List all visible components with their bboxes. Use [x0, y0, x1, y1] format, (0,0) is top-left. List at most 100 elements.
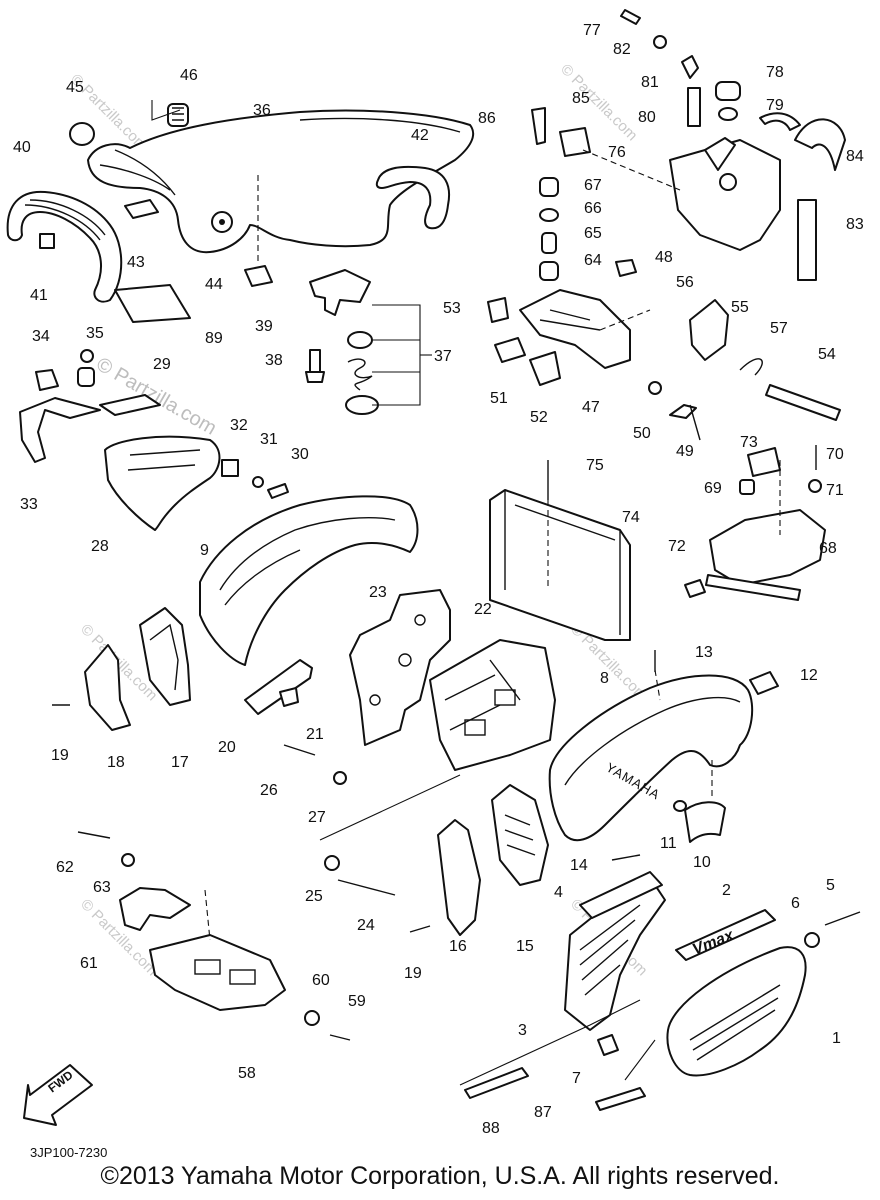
callout-number: 20 [218, 739, 236, 756]
callout-number: 10 [693, 854, 711, 871]
part-small-47-group [487, 297, 561, 386]
part-battery-box [489, 489, 631, 641]
fwd-arrow-icon: FWD [23, 1064, 93, 1126]
callout-number: 18 [107, 754, 125, 771]
part-bracket-panel [349, 589, 451, 746]
callout-number: 1 [832, 1030, 841, 1047]
callout-number: 71 [826, 482, 844, 499]
callout-number: 46 [180, 67, 198, 84]
callout-number: 5 [826, 877, 835, 894]
callout-number: 82 [613, 41, 631, 58]
callout-number: 83 [846, 216, 864, 233]
callout-number: 14 [570, 857, 588, 874]
callout-number: 50 [633, 425, 651, 442]
callout-number: 57 [770, 320, 788, 337]
callout-number: 19 [51, 747, 69, 764]
callout-number: 34 [32, 328, 50, 345]
callout-number: 42 [411, 127, 429, 144]
callout-number: 9 [200, 542, 209, 559]
callout-number: 55 [731, 299, 749, 316]
callout-number: 2 [722, 882, 731, 899]
part-rear-fender [87, 109, 475, 254]
part-bushings [539, 177, 697, 419]
callout-number: 58 [238, 1065, 256, 1082]
part-emblem: Vmax [675, 909, 776, 961]
callout-number: 85 [572, 90, 590, 107]
callout-number: 81 [641, 74, 659, 91]
callout-number: 43 [127, 254, 145, 271]
callout-number: 53 [443, 300, 461, 317]
part-panel [429, 639, 556, 771]
callout-number: 4 [554, 884, 563, 901]
callout-number: 15 [516, 938, 534, 955]
callout-number: 80 [638, 109, 656, 126]
callout-number: 38 [265, 352, 283, 369]
part-bolts [52, 404, 861, 1041]
callout-number: 29 [153, 356, 171, 373]
part-grab-rail [6, 190, 123, 303]
part-tray [684, 447, 826, 601]
part-side-bracket [19, 349, 161, 463]
callout-number: 6 [791, 895, 800, 912]
callout-number: 64 [584, 252, 602, 269]
part-cover-yamaha: YAMAHA [548, 674, 754, 842]
callout-number: 79 [766, 97, 784, 114]
callout-number: 28 [91, 538, 109, 555]
part-rear-housing [104, 435, 289, 531]
callout-number: 11 [660, 835, 677, 852]
callout-number: 73 [740, 434, 758, 451]
callout-number: 76 [608, 144, 626, 161]
callout-number: 87 [534, 1104, 552, 1121]
callout-number: 74 [622, 509, 640, 526]
callout-number: 51 [490, 390, 508, 407]
callout-number: 65 [584, 225, 602, 242]
part-mid-panels [437, 784, 549, 936]
callout-number: 27 [308, 809, 326, 826]
callout-number: 31 [260, 431, 278, 448]
callout-number: 66 [584, 200, 602, 217]
leader-lines [151, 100, 781, 1086]
callout-number: 52 [530, 409, 548, 426]
callout-number: 30 [291, 446, 309, 463]
callout-number: 56 [676, 274, 694, 291]
callout-number: 59 [348, 993, 366, 1010]
part-bracket-47 [519, 289, 631, 369]
callout-number: 17 [171, 754, 189, 771]
callout-number: 33 [20, 496, 38, 513]
callout-number: 75 [586, 457, 604, 474]
callout-number: 35 [86, 325, 104, 342]
callout-number: 62 [56, 859, 74, 876]
callout-number: 25 [305, 888, 323, 905]
callout-number: 67 [584, 177, 602, 194]
copyright-notice: ©2013 Yamaha Motor Corporation, U.S.A. A… [100, 1162, 780, 1190]
callout-number: 60 [312, 972, 330, 989]
part-side-cover [666, 946, 807, 1077]
part-side-plates [84, 607, 191, 731]
part-grill-cover [564, 871, 666, 1031]
callout-number: 89 [205, 330, 223, 347]
callout-number: 13 [695, 644, 713, 661]
callout-number: 45 [66, 79, 84, 96]
callout-number: 72 [668, 538, 686, 555]
callout-number: 48 [655, 249, 673, 266]
part-grab-handle [375, 165, 450, 230]
callout-number: 61 [80, 955, 98, 972]
callout-number: 63 [93, 879, 111, 896]
part-hoses [759, 112, 846, 281]
callout-number: 26 [260, 782, 278, 799]
part-seat-lock-group [244, 265, 379, 415]
callout-number: 40 [13, 139, 31, 156]
callout-number: 44 [205, 276, 223, 293]
callout-number: 22 [474, 601, 492, 618]
callout-number: 54 [818, 346, 836, 363]
part-rod-group [689, 299, 841, 421]
emblem-text: Vmax [690, 927, 737, 959]
callout-number: 77 [583, 22, 601, 39]
callout-number: 24 [357, 917, 375, 934]
callout-number: 23 [369, 584, 387, 601]
callout-number: 70 [826, 446, 844, 463]
callout-number: 19 [404, 965, 422, 982]
callout-number: 69 [704, 480, 722, 497]
part-caps [69, 103, 189, 146]
